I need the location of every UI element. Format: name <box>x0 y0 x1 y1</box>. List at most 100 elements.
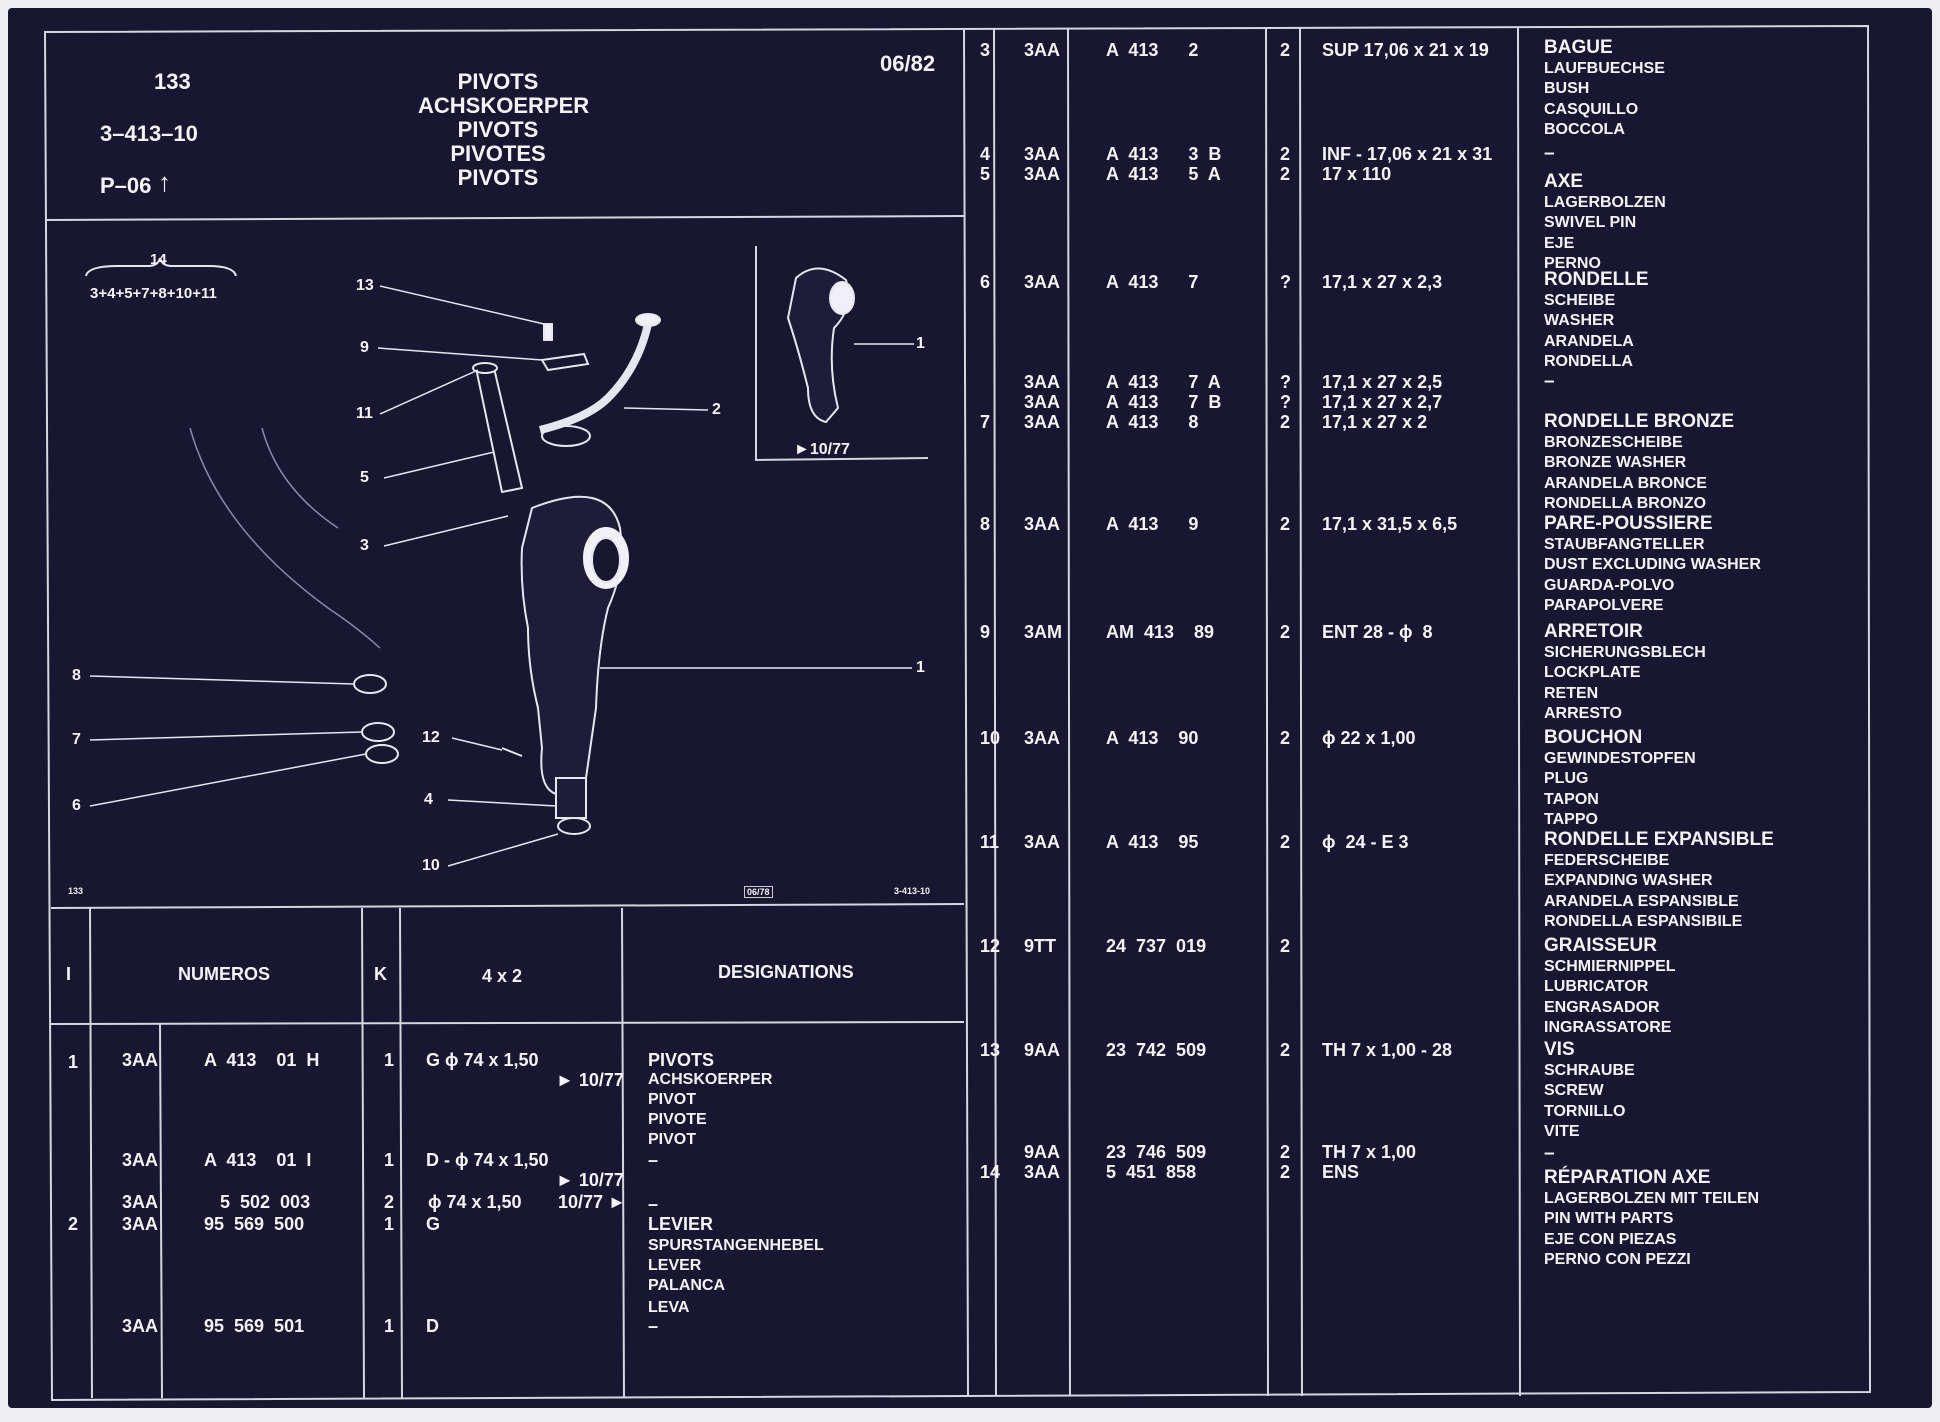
row-k: 2 <box>1280 1142 1291 1162</box>
row-desig-translation: RONDELLA <box>1544 353 1633 370</box>
row-number: 5 451 858 <box>1106 1162 1197 1182</box>
col-header-index: I <box>66 964 72 984</box>
row-desig-translation: SICHERUNGSBLECH <box>1544 643 1706 661</box>
row-prefix: 3AA <box>1024 728 1061 748</box>
row-prefix: 9AA <box>1024 1040 1061 1060</box>
diagram-footer-ref: 3-413-10 <box>894 886 931 896</box>
row-desig-translation: GUARDA-POLVO <box>1544 576 1675 594</box>
row-desig-title: RONDELLE <box>1544 269 1649 290</box>
row-k: 2 <box>1280 622 1291 642</box>
row-k: 2 <box>1280 936 1291 956</box>
row-dim: SUP 17,06 x 21 x 19 <box>1322 40 1489 60</box>
row-k: 2 <box>1280 144 1291 164</box>
callout-13: 13 <box>356 277 374 294</box>
row-number: A 413 9 <box>1106 514 1199 534</box>
row-desig-title: RONDELLE EXPANSIBLE <box>1544 829 1774 850</box>
row-number: 95 569 501 <box>204 1316 305 1336</box>
row-number: A 413 8 <box>1106 412 1199 432</box>
issue-date: 06/82 <box>880 51 936 76</box>
row-prefix: 3AA <box>122 1150 159 1170</box>
row-k: 2 <box>1280 412 1291 432</box>
row-index: 12 <box>980 936 1001 956</box>
row-number: AM 413 89 <box>1106 622 1215 642</box>
row-k: 2 <box>1280 40 1291 60</box>
row-number: 24 737 019 <box>1106 936 1207 956</box>
row-number: A 413 5 A <box>1106 164 1221 184</box>
row-index: 4 <box>980 144 991 164</box>
row-dim: ENS <box>1322 1162 1360 1182</box>
row-desig-translation: EXPANDING WASHER <box>1544 872 1713 889</box>
row-desig-title: BOUCHON <box>1544 727 1643 748</box>
row-index: 1 <box>68 1052 79 1072</box>
row-prefix: 9AA <box>1024 1142 1061 1162</box>
callout-1: 1 <box>916 659 925 676</box>
row-desig-translation: PERNO CON PEZZI <box>1544 1251 1691 1268</box>
row-dim: ϕ 74 x 1,50 <box>428 1192 522 1212</box>
callout-6: 6 <box>72 797 81 814</box>
row-index: 14 <box>980 1162 1001 1182</box>
row-desig-translation: RONDELLA ESPANSIBILE <box>1544 913 1743 930</box>
row-number: A 413 01 I <box>204 1150 312 1170</box>
row-prefix: 3AA <box>1024 372 1061 392</box>
row-dim: 17 x 110 <box>1322 164 1392 184</box>
row-note: 10/77 ► <box>558 1192 626 1212</box>
row-desig-es: PIVOTE <box>648 1111 707 1128</box>
row-prefix: 3AA <box>1024 392 1061 412</box>
row-desig-title: GRAISSEUR <box>1544 935 1657 956</box>
row-note: ► 10/77 <box>556 1170 624 1190</box>
row-desig-title: – <box>1544 143 1555 164</box>
callout-12: 12 <box>422 729 440 746</box>
row-desig-translation: EJE CON PIEZAS <box>1544 1230 1677 1248</box>
row-prefix: 3AA <box>1024 832 1061 852</box>
row-desig-translation: TAPON <box>1544 790 1599 808</box>
row-desig-translation: SCHMIERNIPPEL <box>1544 957 1676 975</box>
row-dim: D <box>426 1316 439 1336</box>
row-prefix: 3AA <box>122 1192 159 1212</box>
row-index: 9 <box>980 622 991 642</box>
row-desig-translation: LOCKPLATE <box>1544 664 1641 681</box>
row-desig-translation: BRONZE WASHER <box>1544 454 1687 471</box>
row-desig-title: PARE-POUSSIERE <box>1544 513 1713 534</box>
row-prefix: 3AA <box>122 1050 159 1070</box>
row-prefix: 3AA <box>1024 144 1061 164</box>
callout-2: 2 <box>712 401 721 418</box>
row-index: 5 <box>980 164 991 184</box>
table-grid <box>43 24 1872 1402</box>
row-dim: 17,1 x 27 x 2,5 <box>1322 372 1443 392</box>
diagram-footer-left: 133 <box>68 886 84 896</box>
row-number: 5 502 003 <box>220 1192 311 1212</box>
row-index: 2 <box>68 1214 79 1234</box>
row-dim: TH 7 x 1,00 - 28 <box>1322 1040 1453 1060</box>
col-header-numeros: NUMEROS <box>178 964 271 984</box>
row-number: A 413 90 <box>1106 728 1199 748</box>
row-desig-translation: ARANDELA ESPANSIBLE <box>1544 892 1739 910</box>
row-k: 2 <box>1280 832 1291 852</box>
row-desig-en: PIVOT <box>648 1091 697 1108</box>
row-desig-de: ACHSKOERPER <box>648 1071 773 1088</box>
row-desig-translation: BRONZESCHEIBE <box>1544 433 1683 451</box>
group-code: P–06 <box>100 173 152 198</box>
row-index: 10 <box>980 728 1001 748</box>
row-desig-translation: LAUFBUECHSE <box>1544 59 1665 77</box>
row-number: 95 569 500 <box>204 1214 305 1234</box>
row-k: 2 <box>1280 164 1291 184</box>
row-desig-translation: RETEN <box>1544 684 1599 702</box>
row-desig-translation: SCHRAUBE <box>1544 1061 1635 1079</box>
title-en: PIVOTS <box>457 117 539 142</box>
row-index: 3 <box>980 40 991 60</box>
row-desig-translation: INGRASSATORE <box>1544 1019 1672 1036</box>
title-de: ACHSKOERPER <box>418 93 590 118</box>
row-k: 2 <box>1280 1040 1291 1060</box>
row-note: ► 10/77 <box>556 1070 624 1090</box>
up-arrow-icon: ↑ <box>158 167 171 197</box>
row-desig-translation: PIN WITH PARTS <box>1544 1210 1674 1227</box>
row-desig-it: PIVOT <box>648 1131 697 1148</box>
exploded-view <box>85 257 855 835</box>
row-k: 2 <box>1280 514 1291 534</box>
row-k: 1 <box>384 1214 395 1234</box>
inset-callout-1: 1 <box>916 335 925 352</box>
row-desig-translation: CASQUILLO <box>1544 100 1639 118</box>
row-dim: 17,1 x 27 x 2,3 <box>1322 272 1443 292</box>
row-dim: G <box>426 1214 441 1234</box>
row-number: A 413 3 B <box>1106 144 1222 164</box>
